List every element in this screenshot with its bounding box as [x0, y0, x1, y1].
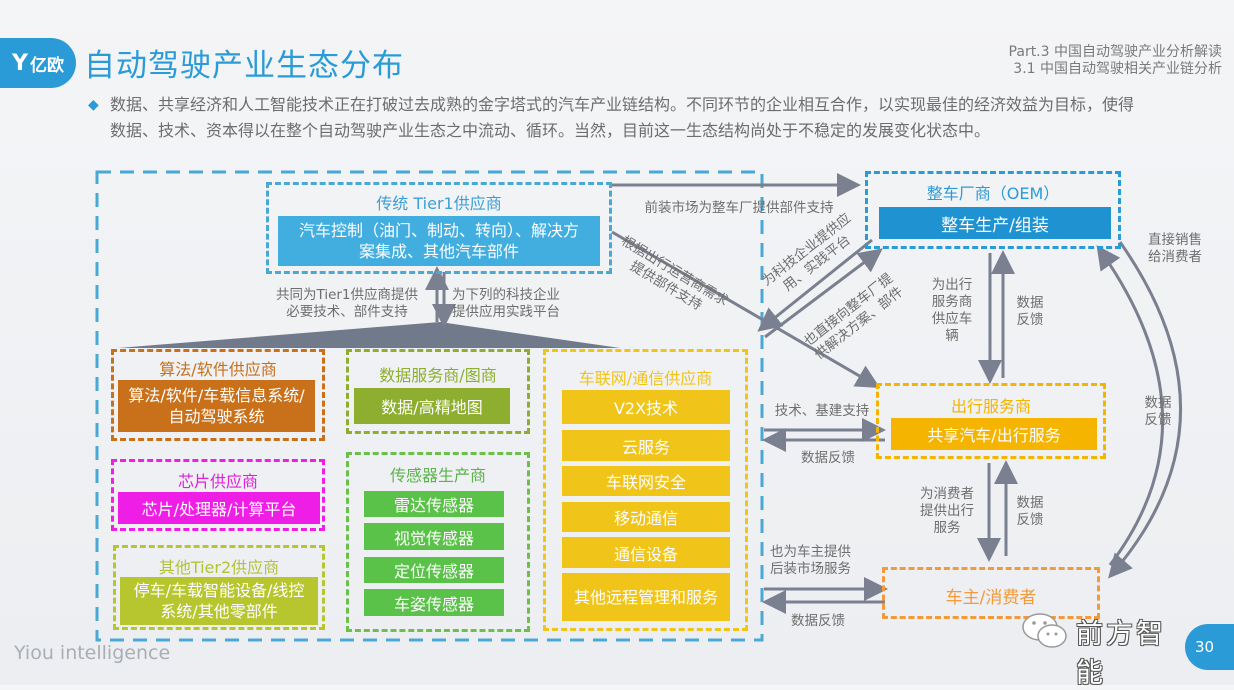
sensor-title: 传感器生产商	[389, 466, 486, 485]
flow-data-feedback-arc: 数据 反馈	[1144, 395, 1172, 428]
wechat-icon	[1022, 613, 1067, 648]
flow-data-feedback-oem: 数据 反馈	[1016, 295, 1044, 328]
page-title: 自动驾驶产业生态分布	[84, 48, 404, 84]
consumer-group	[882, 567, 1100, 619]
flow-serve-consumer: 为消费者 提供出行 服务	[920, 486, 974, 536]
sensor-group	[346, 452, 530, 632]
oem-title: 整车厂商（OEM）	[926, 184, 1060, 203]
tier1-title: 传统 Tier1供应商	[376, 194, 502, 213]
flow-tech-platform: 为科技企业提供应 用、实践平台	[758, 210, 854, 295]
logo-text: 亿欧	[29, 55, 64, 76]
iov-item: 移动通信	[562, 502, 730, 532]
mobility-content: 共享汽车/出行服务	[891, 418, 1097, 450]
flow-direct-sales: 直接销售 给消费者	[1148, 232, 1202, 265]
pyramid-triangle	[118, 322, 620, 348]
algo-group	[111, 349, 325, 441]
algo-title: 算法/软件供应商	[159, 360, 277, 379]
consumer-title: 车主/消费者	[945, 588, 1037, 608]
wechat-account-name: 前方智能	[1076, 619, 1166, 689]
flow-front-market: 前装市场为整车厂提供部件支持	[644, 200, 834, 216]
footer-brand: Yiou intelligence	[14, 642, 171, 664]
mobility-title: 出行服务商	[950, 397, 1031, 416]
flow-supply-vehicle: 为出行 服务商 供应车 辆	[931, 277, 973, 344]
iov-item: V2X技术	[562, 390, 730, 424]
iov-item: 车联网安全	[562, 466, 730, 496]
part-line-1: Part.3 中国自动驾驶产业分析解读	[1008, 44, 1222, 60]
tier1-note-left: 共同为Tier1供应商提供 必要技术、部件支持	[275, 287, 419, 320]
oem-content: 整车生产/组装	[879, 207, 1111, 239]
data-title: 数据服务商/图商	[379, 366, 497, 385]
diamond-bullet-icon: ◆	[88, 97, 99, 113]
page-number: 30	[1185, 624, 1234, 670]
flow-data-feedback-bottom: 数据反馈	[791, 613, 845, 629]
tier1-content: 汽车控制（油门、制动、转向）、解决方案集成、其他汽车部件	[278, 216, 600, 266]
sensor-item: 车姿传感器	[364, 589, 504, 616]
chip-group	[111, 459, 325, 531]
data-group	[346, 349, 530, 434]
tier1-group	[266, 182, 612, 274]
iov-title: 车联网/通信供应商	[578, 369, 713, 388]
flow-data-feedback-mob: 数据反馈	[801, 450, 855, 466]
wechat-watermark: 前方智能	[1018, 610, 1188, 689]
tier2-group	[113, 545, 325, 630]
algo-content: 算法/软件/车载信息系统/自动驾驶系统	[118, 380, 315, 432]
intro-text: 数据、共享经济和人工智能技术正在打破过去成熟的金字塔式的汽车产业链结构。不同环节…	[110, 95, 1135, 140]
chip-content: 芯片/处理器/计算平台	[118, 492, 320, 524]
intro-paragraph: ◆ 数据、共享经济和人工智能技术正在打破过去成熟的金字塔式的汽车产业链结构。不同…	[88, 92, 1148, 144]
iov-item: 云服务	[562, 430, 730, 461]
chip-title: 芯片供应商	[177, 472, 258, 491]
tier2-content: 停车/车载智能设备/线控系统/其他零部件	[120, 577, 318, 625]
data-content: 数据/高精地图	[354, 388, 510, 424]
flow-tech-infra: 技术、基建支持	[774, 403, 870, 419]
flow-data-feedback-cons: 数据 反馈	[1016, 495, 1044, 528]
sensor-item: 定位传感器	[364, 557, 504, 583]
sensor-item: 雷达传感器	[364, 491, 504, 517]
oem-group	[865, 171, 1121, 249]
flow-aftermarket: 也为车主提供 后装市场服务	[770, 544, 851, 577]
tier2-title: 其他Tier2供应商	[158, 558, 280, 577]
flow-direct-oem: 也直接向整车厂提 供解决方案、部件	[800, 270, 907, 363]
y-logo-icon: Y	[12, 50, 28, 76]
section-label: Part.3 中国自动驾驶产业分析解读 3.1 中国自动驾驶相关产业链分析	[1009, 44, 1222, 78]
iov-item: 其他远程管理和服务	[562, 573, 730, 621]
iov-group	[543, 349, 748, 631]
tier1-note-right: 为下列的科技企业 提供应用实践平台	[452, 287, 560, 320]
iov-item: 通信设备	[562, 537, 730, 568]
sensor-item: 视觉传感器	[364, 523, 504, 550]
flow-per-operator: 根据出行运营商需求 提供部件支持	[618, 233, 731, 314]
part-line-2: 3.1 中国自动驾驶相关产业链分析	[1013, 61, 1222, 77]
mobility-group	[876, 383, 1106, 459]
